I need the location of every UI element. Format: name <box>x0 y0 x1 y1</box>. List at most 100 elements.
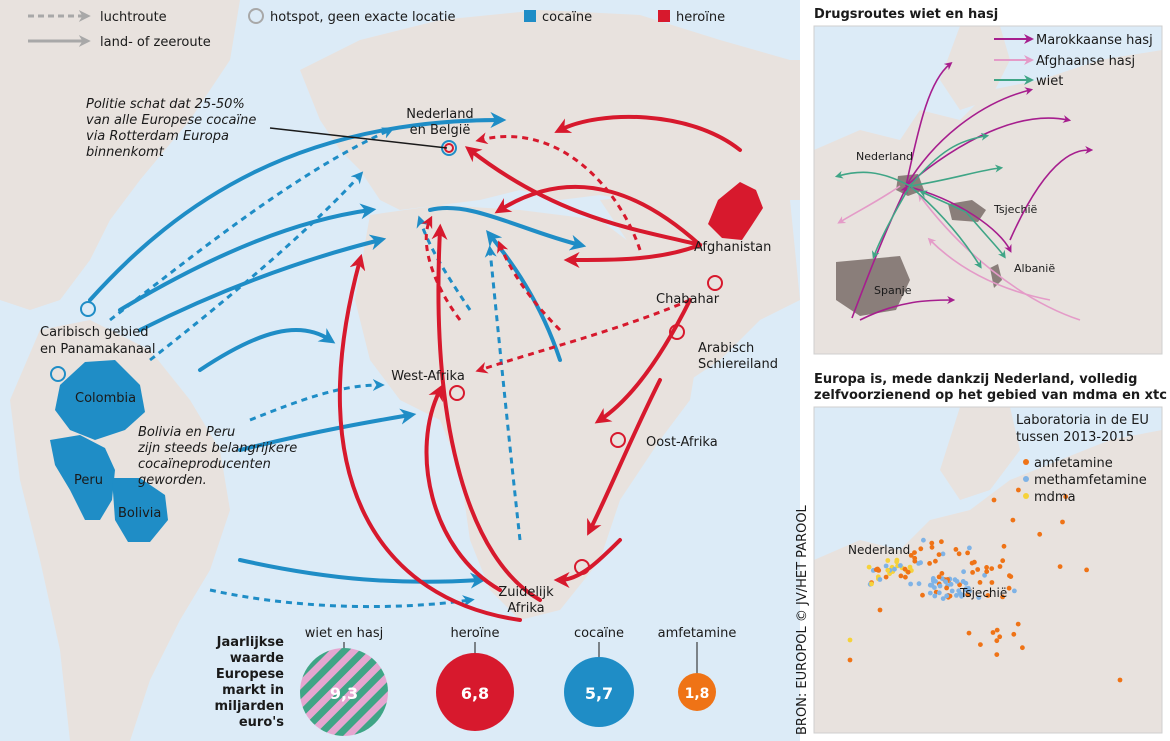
lab-dot <box>918 546 924 552</box>
heroin-routes <box>337 114 742 622</box>
lab-dot <box>977 580 983 585</box>
hash-label-czechia: Tsjechië <box>993 203 1038 216</box>
lab-dot <box>1001 543 1007 549</box>
lab-dot <box>978 642 983 647</box>
svg-text:van alle Europese cocaïne: van alle Europese cocaïne <box>86 113 256 128</box>
region-afghanistan <box>708 182 763 240</box>
land-europe <box>300 10 800 210</box>
hash-legend: Marokkaanse hasj Afghaanse hasj wiet <box>994 33 1153 89</box>
lab-dot <box>1084 567 1089 573</box>
cocaine-routes <box>88 112 587 589</box>
market-value-weed-hash: 9,3 <box>330 684 358 703</box>
label-peru: Peru <box>74 473 103 488</box>
lab-dot <box>956 551 962 557</box>
hash-label-spain: Spanje <box>874 284 912 297</box>
lab-dot <box>927 561 932 566</box>
lab-dot <box>908 553 914 558</box>
lab-dot <box>1057 564 1063 569</box>
lab-dot <box>989 580 995 585</box>
lab-legend-amphetamine: amfetamine <box>1034 456 1113 471</box>
lab-dot <box>984 569 990 574</box>
lab-dot <box>921 537 926 543</box>
market-value-cocaine: 5,7 <box>585 684 613 703</box>
lab-dot <box>916 581 922 587</box>
lab-dot <box>866 564 872 570</box>
svg-text:markt in: markt in <box>222 683 284 698</box>
lab-dot <box>984 565 989 570</box>
hotspots <box>50 140 723 575</box>
legend-heroin-swatch <box>658 10 670 22</box>
market-label-heroin: heroïne <box>450 626 499 641</box>
annotation-bolivia: Bolivia en Peru zijn steeds belangrijker… <box>137 425 297 488</box>
lab-dot <box>972 559 977 565</box>
market-panel: Jaarlijkse waarde Europese markt in milj… <box>215 626 736 736</box>
lab-dot <box>957 591 963 596</box>
lab-dot <box>994 627 1000 633</box>
lab-legend-mdma: mdma <box>1034 490 1076 505</box>
lab-dot <box>847 637 853 643</box>
lab-dot <box>927 590 933 596</box>
lab-dot <box>1000 594 1005 600</box>
lab-dot <box>994 638 1000 644</box>
label-west-africa: West-Afrika <box>391 369 465 384</box>
land-africa <box>355 205 700 620</box>
lab-dot <box>936 552 942 557</box>
lab-dot <box>937 583 943 589</box>
lab-dot <box>905 569 911 575</box>
lab-legend-methamphetamine: methamfetamine <box>1034 473 1147 488</box>
hotspot-west-africa <box>449 385 465 401</box>
lab-dot <box>1011 631 1017 637</box>
lab-dot <box>991 497 997 503</box>
market-label-weed-hash: wiet en hasj <box>305 626 383 641</box>
market-circle-amphetamine <box>678 673 716 711</box>
lab-dot <box>918 560 923 566</box>
lab-dot <box>967 545 972 551</box>
lab-dot <box>929 540 935 546</box>
source-credit: BRON: EUROPOL © JV/HET PAROOL <box>795 504 810 735</box>
market-circle-weed-hash <box>300 648 388 736</box>
lab-dot <box>898 563 903 568</box>
lab-dot <box>954 593 959 598</box>
svg-text:zijn steeds belangrijkere: zijn steeds belangrijkere <box>137 441 297 456</box>
lab-dot <box>885 558 891 563</box>
lab-dot <box>940 596 946 601</box>
lab-dot <box>990 630 996 635</box>
lab-dot <box>877 607 883 613</box>
lab-dot <box>907 564 913 570</box>
lab-dot <box>965 550 970 556</box>
svg-text:geworden.: geworden. <box>138 473 207 488</box>
lab-map-title-2: zelfvoorzienend op het gebied van mdma e… <box>814 388 1167 403</box>
lab-label-czechia: Tsjechië <box>959 586 1007 600</box>
lab-dot <box>932 593 938 599</box>
hash-legend-moroccan: Marokkaanse hasj <box>1036 33 1153 48</box>
region-peru <box>50 435 115 520</box>
lab-dot <box>903 574 908 580</box>
legend-air-route: luchtroute <box>100 10 167 25</box>
lab-dot <box>940 551 946 557</box>
lab-dot <box>982 572 987 578</box>
svg-text:cocaïneproducenten: cocaïneproducenten <box>138 457 271 472</box>
label-southern-africa-2: Afrika <box>507 601 544 616</box>
label-arabian-2: Schiereiland <box>698 357 778 372</box>
legend-cocaine: cocaïne <box>542 10 592 25</box>
lab-dot <box>949 588 955 594</box>
label-caribbean-2: en Panamakanaal <box>40 342 155 357</box>
lab-dot <box>936 574 942 580</box>
lab-dot <box>1016 487 1021 493</box>
lab-dot <box>885 567 891 573</box>
lab-dot <box>976 595 982 600</box>
label-nl-be: Nederland <box>406 107 473 122</box>
svg-text:binnenkomt: binnenkomt <box>86 145 165 160</box>
lab-dot <box>847 657 853 663</box>
hash-legend-afghan: Afghaanse hasj <box>1036 54 1135 69</box>
lab-legend: Laboratoria in de EU tussen 2013-2015 am… <box>1016 413 1149 505</box>
market-circle-heroin <box>436 653 514 731</box>
lab-dot <box>939 571 945 576</box>
legend-heroin: heroïne <box>676 10 725 25</box>
lab-dot <box>898 573 904 579</box>
label-chabahar: Chabahar <box>656 292 720 307</box>
hotspot-southern-africa <box>574 559 590 575</box>
hotspot-colombia-coast <box>50 366 66 382</box>
lab-dot <box>957 582 962 588</box>
lab-dots <box>847 487 1123 683</box>
